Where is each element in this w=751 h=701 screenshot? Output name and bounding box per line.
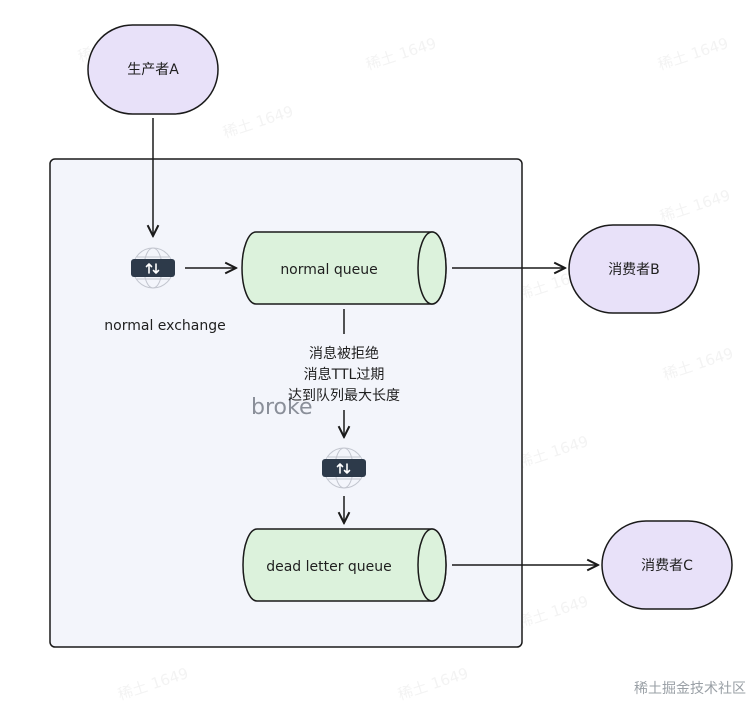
consumer-c[interactable]: 消费者C (601, 520, 733, 610)
svg-text:稀土 1649: 稀土 1649 (221, 102, 296, 142)
dead-letter-exchange-icon[interactable] (322, 447, 366, 489)
watermark-logo: 稀土掘金技术社区 (634, 681, 746, 697)
dead-letter-conditions: 消息被拒绝 消息TTL过期 达到队列最大长度 (288, 345, 400, 404)
broker-label: broke (251, 395, 312, 420)
consumer-b-label: 消费者B (608, 262, 660, 278)
svg-text:稀土 1649: 稀土 1649 (516, 592, 591, 632)
svg-text:稀土 1649: 稀土 1649 (658, 186, 733, 226)
svg-text:稀土 1649: 稀土 1649 (656, 34, 731, 74)
consumer-b[interactable]: 消费者B (568, 224, 700, 314)
condition-max-length: 达到队列最大长度 (288, 388, 400, 404)
condition-rejected: 消息被拒绝 (309, 345, 379, 362)
normal-exchange-icon[interactable] (131, 247, 175, 289)
consumer-c-label: 消费者C (641, 558, 693, 574)
svg-text:稀土 1649: 稀土 1649 (364, 34, 439, 74)
dead-letter-queue[interactable]: dead letter queue (242, 528, 447, 602)
svg-text:稀土 1649: 稀土 1649 (396, 664, 471, 701)
normal-queue[interactable]: normal queue (241, 231, 447, 305)
producer-a-label: 生产者A (127, 62, 179, 78)
svg-text:稀土 1649: 稀土 1649 (516, 432, 591, 472)
normal-queue-label: normal queue (280, 262, 377, 278)
producer-a[interactable]: 生产者A (87, 24, 219, 115)
svg-text:稀土 1649: 稀土 1649 (116, 664, 191, 701)
dead-letter-queue-label: dead letter queue (266, 559, 392, 575)
condition-ttl-expired: 消息TTL过期 (304, 366, 385, 383)
normal-exchange-label: normal exchange (104, 318, 225, 334)
svg-text:稀土 1649: 稀土 1649 (661, 344, 736, 384)
